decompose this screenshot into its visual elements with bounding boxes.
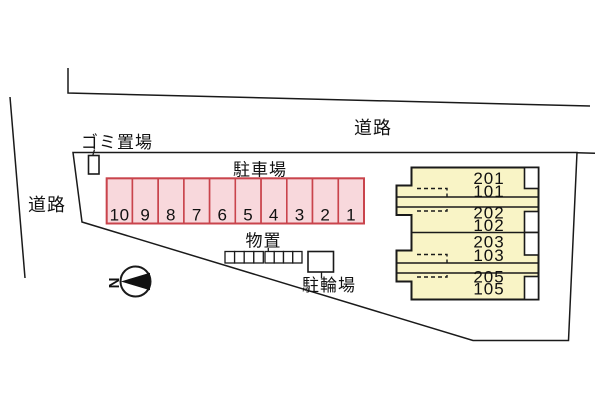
entry-dashed-line bbox=[417, 187, 448, 197]
room-label: 101 bbox=[473, 182, 504, 201]
room-label: 103 bbox=[473, 246, 504, 265]
storage-cell bbox=[273, 250, 285, 264]
storage-cell bbox=[292, 250, 303, 264]
room-label: 202 bbox=[473, 204, 504, 223]
bicycle-parking-box bbox=[307, 250, 335, 273]
garbage-leader-line bbox=[92, 149, 96, 156]
balcony-notch bbox=[523, 210, 540, 234]
north-arrow-pointer bbox=[120, 272, 150, 291]
building: 201 101 202 102 203 103 205 105 bbox=[395, 166, 540, 301]
parking-space-number: 3 bbox=[295, 206, 305, 225]
room-label: 105 bbox=[473, 280, 504, 299]
storage-cell bbox=[243, 250, 255, 264]
parking-area: 10 9 8 7 6 5 4 3 2 1 bbox=[105, 177, 365, 225]
north-arrow-letter: N bbox=[106, 278, 123, 289]
storage-units bbox=[224, 250, 303, 264]
parking-space-rect bbox=[183, 177, 211, 225]
parking-space-number: 1 bbox=[346, 206, 356, 225]
room-label: 201 bbox=[473, 169, 504, 188]
storage-cell bbox=[253, 250, 264, 264]
parking-space-number: 2 bbox=[320, 206, 330, 225]
room-label: 205 bbox=[473, 268, 504, 287]
garbage-box bbox=[87, 154, 100, 175]
road-left-line bbox=[9, 96, 26, 279]
garbage-area-label: ゴミ置場 bbox=[81, 132, 153, 152]
bicycle-parking-label: 駐輪場 bbox=[302, 276, 356, 295]
road-label-left: 道路 bbox=[28, 195, 66, 215]
balcony-notch bbox=[523, 275, 540, 301]
balcony-notch bbox=[523, 166, 540, 190]
north-arrow-icon: N bbox=[106, 265, 152, 298]
road-label-top: 道路 bbox=[354, 118, 392, 138]
road-top-line bbox=[67, 68, 591, 107]
parking-space-rect bbox=[157, 177, 185, 225]
entry-dashed-line bbox=[417, 207, 448, 212]
balcony-notch bbox=[523, 231, 540, 256]
site-outline bbox=[72, 151, 578, 342]
storage-label: 物置 bbox=[246, 232, 282, 251]
parking-space-number: 4 bbox=[269, 206, 279, 225]
storage-cell bbox=[233, 250, 245, 264]
storage-cell bbox=[264, 250, 275, 264]
entry-dashed-line bbox=[417, 253, 448, 263]
room-label: 203 bbox=[473, 233, 504, 252]
storage-cell bbox=[282, 250, 294, 264]
building-outline bbox=[395, 166, 540, 301]
parking-space-number: 7 bbox=[192, 206, 202, 225]
parking-space-number: 8 bbox=[166, 206, 176, 225]
storage-cell bbox=[224, 250, 236, 264]
parking-space-rect bbox=[260, 177, 288, 225]
entry-dashed-line bbox=[417, 273, 448, 278]
room-label: 102 bbox=[473, 216, 504, 235]
parking-space-number: 6 bbox=[218, 206, 228, 225]
parking-label: 駐車場 bbox=[233, 161, 287, 180]
parking-space-number: 9 bbox=[140, 206, 150, 225]
parking-space-rect bbox=[234, 177, 262, 225]
site-top-edge-extension bbox=[576, 151, 596, 154]
parking-space-number: 10 bbox=[110, 206, 130, 225]
parking-outer-border bbox=[105, 177, 365, 225]
parking-space-number: 5 bbox=[243, 206, 253, 225]
